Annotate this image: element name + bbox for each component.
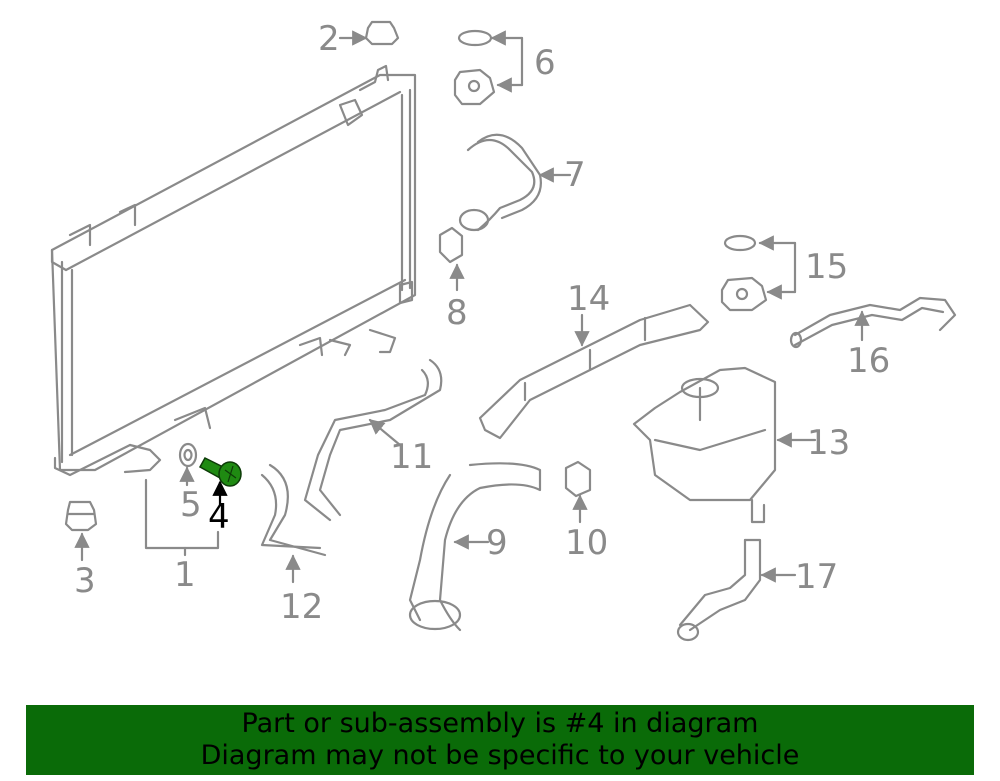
banner-line-2: Diagram may not be specific to your vehi… — [200, 740, 800, 771]
callout-label-7: 7 — [564, 155, 586, 195]
callout-label-3: 3 — [74, 561, 96, 601]
callout-label-2: 2 — [318, 19, 340, 59]
callout-label-4: 4 — [208, 497, 230, 537]
callout-label-11: 11 — [390, 437, 434, 477]
parts-diagram: 1 2 3 4 5 6 7 8 9 10 11 12 13 14 15 16 1… — [50, 19, 957, 642]
radiator-part-1 — [50, 64, 417, 477]
callout-label-13: 13 — [807, 423, 851, 463]
callout-label-16: 16 — [847, 341, 891, 381]
callout-label-6: 6 — [534, 43, 556, 83]
callout-label-14: 14 — [567, 279, 611, 319]
callout-label-5: 5 — [180, 485, 202, 525]
callout-label-17: 17 — [795, 557, 839, 597]
callout-label-15: 15 — [805, 247, 849, 287]
callout-label-8: 8 — [446, 293, 468, 333]
callout-label-1: 1 — [174, 555, 196, 595]
callout-label-12: 12 — [280, 587, 324, 627]
banner-line-1: Part or sub-assembly is #4 in diagram — [241, 708, 759, 739]
diagram-drawing — [50, 20, 957, 642]
callout-label-9: 9 — [486, 523, 508, 563]
info-banner: Part or sub-assembly is #4 in diagram Di… — [26, 705, 974, 775]
bolt-part-4-highlight — [198, 457, 242, 505]
callout-label-10: 10 — [565, 523, 609, 563]
